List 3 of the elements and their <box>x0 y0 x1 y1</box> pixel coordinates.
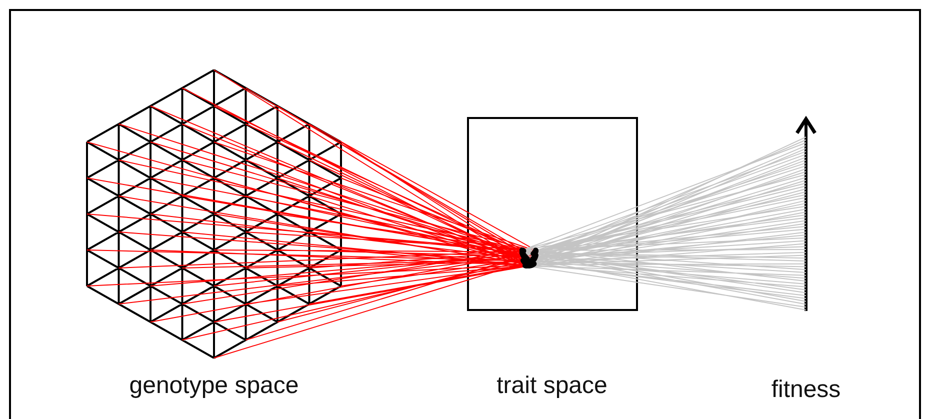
axis-label: fitness <box>770 376 842 404</box>
axis-label: genotype space <box>128 372 300 400</box>
axis-label: trait space <box>496 372 608 400</box>
